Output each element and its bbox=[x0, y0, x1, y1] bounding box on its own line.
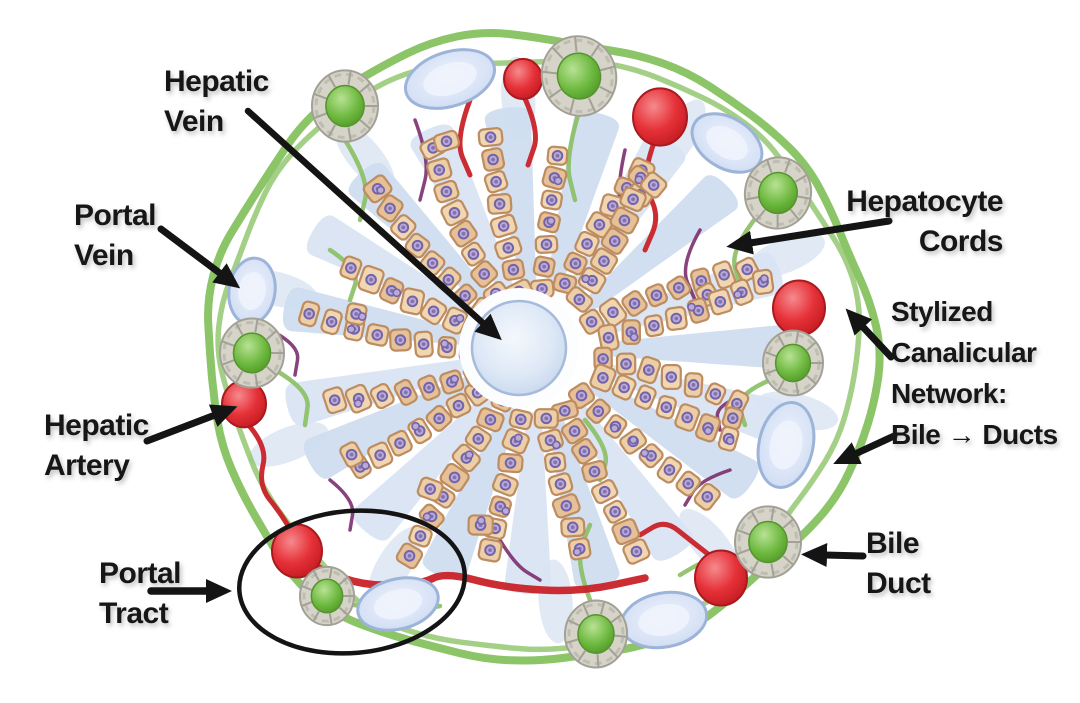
hepatocyte-cord bbox=[565, 164, 668, 313]
arrow-bile-duct bbox=[801, 543, 867, 568]
bile-duct-ring bbox=[540, 35, 618, 117]
sinusoid-streak bbox=[504, 412, 552, 594]
arrow-hepatic-artery bbox=[143, 404, 238, 445]
hepatic-artery-circle bbox=[694, 549, 748, 607]
label-line: Hepatic bbox=[44, 409, 149, 442]
label-line: Bile bbox=[866, 527, 920, 560]
label-line: Artery bbox=[44, 449, 130, 482]
hepatic-vein-lumen bbox=[470, 299, 568, 397]
bile-canaliculus-line bbox=[272, 367, 310, 428]
label-line: Portal bbox=[99, 557, 182, 590]
portal-vein-oval bbox=[756, 401, 816, 489]
label-line: Portal bbox=[74, 199, 157, 232]
artery-branch-line bbox=[241, 417, 299, 543]
arrow-hepatocyte-cords bbox=[726, 217, 893, 255]
bile-duct-ring bbox=[219, 317, 285, 389]
portal-venule-line bbox=[498, 538, 542, 582]
label-line: Bile → Ducts bbox=[891, 419, 1058, 450]
red-vessel-band bbox=[296, 554, 649, 595]
hepatocyte-cord bbox=[467, 408, 533, 563]
label-bile-duct: Bile Duct bbox=[866, 524, 931, 604]
label-portal-vein: Portal Vein bbox=[74, 196, 157, 276]
portal-vein-oval bbox=[690, 112, 764, 174]
bile-duct-ring bbox=[734, 505, 802, 579]
hepatocyte-cord bbox=[567, 382, 721, 511]
label-line: Stylized bbox=[891, 296, 993, 327]
hepatocyte-cord bbox=[597, 268, 775, 352]
sinusoid-streak bbox=[306, 215, 481, 323]
sinusoid-streak bbox=[547, 111, 620, 290]
label-line: Hepatic bbox=[164, 65, 269, 98]
bile-duct-ring bbox=[299, 565, 355, 627]
hepatocyte-cord bbox=[550, 399, 651, 565]
hepatic-vein-center bbox=[459, 288, 579, 408]
sinusoid-streak bbox=[584, 175, 739, 311]
hepatocyte-cord bbox=[529, 145, 569, 300]
hepatocyte-cord bbox=[395, 388, 515, 570]
label-hepatic-artery: Hepatic Artery bbox=[44, 406, 149, 486]
hepatocyte-cord bbox=[533, 408, 592, 561]
label-line: Cords bbox=[918, 225, 1004, 258]
portal-tract-ellipse bbox=[237, 508, 467, 656]
label-line: Vein bbox=[74, 239, 134, 272]
hepatocyte-cord bbox=[578, 256, 760, 335]
portal-structures bbox=[219, 35, 826, 669]
hepatocyte-cord bbox=[589, 363, 740, 452]
portal-vein-oval bbox=[403, 48, 497, 110]
bile-duct-ring bbox=[311, 69, 379, 143]
arrow-portal-vein bbox=[157, 225, 241, 289]
label-line: Tract bbox=[99, 597, 169, 630]
arrow-canalicular-bottom bbox=[833, 432, 898, 465]
bottom-red-vessel-band bbox=[296, 554, 649, 595]
arrow-canalicular-top bbox=[845, 308, 895, 361]
label-hepatocyte-cords: Hepatocyte Cords bbox=[846, 182, 1003, 262]
label-line: Network: bbox=[891, 378, 1007, 409]
label-hepatic-vein: Hepatic Vein bbox=[164, 62, 269, 142]
bile-duct-ring bbox=[563, 599, 629, 669]
label-line: Canalicular bbox=[891, 337, 1037, 368]
label-arrows bbox=[143, 107, 898, 603]
sinusoid-streak bbox=[590, 381, 759, 499]
sinusoid-wedge bbox=[249, 422, 328, 467]
artery-branch-line bbox=[637, 521, 725, 568]
hepatocyte-cords-group bbox=[298, 127, 775, 570]
bile-duct-ring bbox=[762, 329, 824, 397]
hepatic-artery-circle bbox=[632, 87, 688, 147]
portal-vein-oval bbox=[356, 576, 440, 632]
label-canalicular-network: Stylized Canalicular Network: Bile → Duc… bbox=[891, 291, 1058, 455]
bile-canaliculus-line bbox=[566, 112, 581, 203]
hepatic-artery-circle bbox=[772, 279, 826, 337]
label-line: Vein bbox=[164, 105, 224, 138]
label-line: Hepatocyte bbox=[846, 185, 1003, 218]
portal-venule-line bbox=[328, 478, 355, 532]
arrow-hepatic-vein bbox=[244, 107, 502, 341]
bile-duct-ring bbox=[743, 156, 813, 230]
sinusoid-streak bbox=[547, 410, 620, 589]
artery-branch-line bbox=[457, 97, 473, 178]
bile-canaliculus-line bbox=[342, 137, 368, 223]
label-line: Duct bbox=[866, 567, 931, 600]
hepatic-artery-circle bbox=[503, 57, 543, 101]
sinusoid-streak bbox=[352, 394, 496, 541]
hepatocyte-cord bbox=[593, 346, 750, 431]
label-portal-tract: Portal Tract bbox=[99, 554, 182, 634]
